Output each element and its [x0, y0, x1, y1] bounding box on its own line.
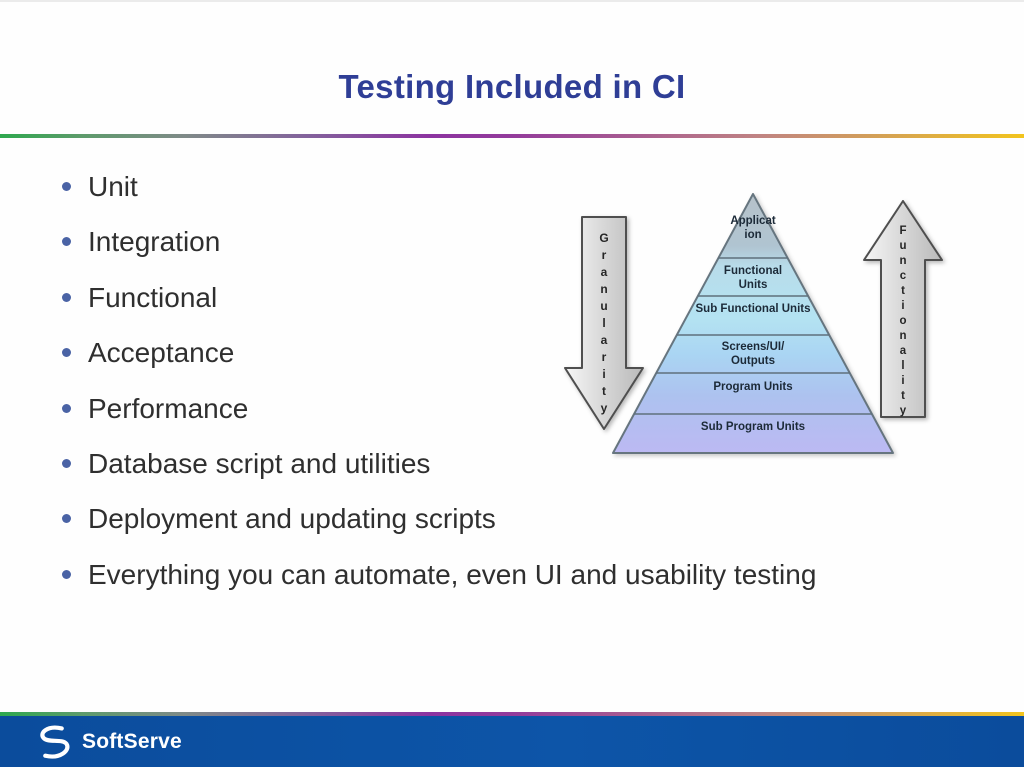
- list-item: Integration: [62, 220, 852, 263]
- bullet-icon: [62, 403, 71, 413]
- list-item-label: Everything you can automate, even UI and…: [88, 558, 817, 590]
- bullet-icon: [62, 348, 71, 358]
- footer-bar: SoftServe: [0, 716, 1024, 767]
- list-item: Functional: [62, 276, 852, 319]
- pyramid-level-program-units: Program Units: [713, 381, 793, 393]
- list-item: Acceptance: [62, 331, 852, 374]
- pyramid-level-functional-units: Functional Units: [723, 265, 783, 292]
- list-item-label: Performance: [88, 392, 249, 424]
- list-item: Deployment and updating scripts: [62, 497, 852, 540]
- list-item: Everything you can automate, even UI and…: [62, 553, 852, 596]
- pyramid-shape: [612, 193, 894, 454]
- list-item-label: Functional: [88, 281, 218, 313]
- up-arrow-icon: [863, 200, 943, 418]
- pyramid-level-sub-functional-units: Sub Functional Units: [695, 303, 811, 315]
- bullet-icon: [62, 514, 71, 524]
- testing-types-list: Unit Integration Functional Acceptance P…: [62, 165, 852, 608]
- list-item-label: Database script and utilities: [88, 447, 431, 479]
- list-item: Performance: [62, 387, 852, 430]
- page-title: Testing Included in CI: [338, 68, 686, 106]
- brand-name: SoftServe: [82, 729, 182, 753]
- rainbow-divider-bottom: [0, 712, 1024, 716]
- pyramid-level-sub-program-units: Sub Program Units: [700, 421, 806, 433]
- rainbow-divider-top: [0, 134, 1024, 138]
- pyramid-level-screens-ui-outputs: Screens/UI/ Outputs: [721, 341, 785, 368]
- list-item: Database script and utilities: [62, 442, 852, 485]
- list-item-label: Integration: [88, 226, 221, 258]
- down-arrow-icon: [564, 216, 644, 430]
- bullet-icon: [62, 292, 71, 302]
- bullet-icon: [62, 237, 71, 247]
- list-item: Unit: [62, 165, 852, 208]
- bullet-icon: [62, 182, 71, 191]
- softserve-logo-icon: [40, 725, 70, 759]
- bullet-icon: [62, 569, 71, 579]
- list-item-label: Deployment and updating scripts: [88, 503, 496, 535]
- list-item-label: Acceptance: [88, 337, 235, 369]
- list-item-label: Unit: [88, 171, 138, 202]
- pyramid-level-application: Applicat ion: [730, 215, 776, 242]
- bullet-icon: [62, 458, 71, 468]
- pyramid: Applicat ion Functional Units Sub Functi…: [610, 192, 896, 456]
